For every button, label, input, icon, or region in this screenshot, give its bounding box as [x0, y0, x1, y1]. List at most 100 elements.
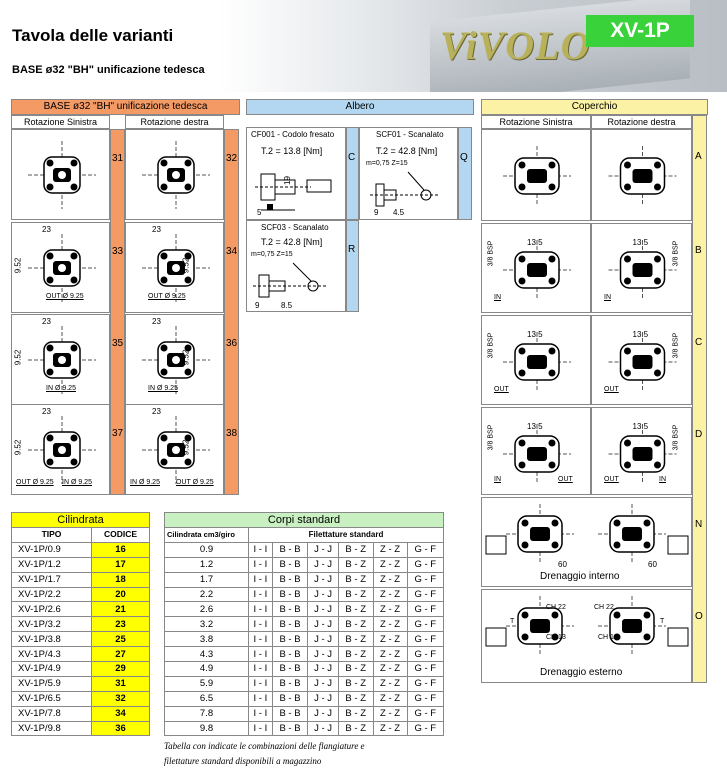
coperchio-cover-drawing [608, 332, 677, 392]
corpi-thread-cell: Z - Z [372, 541, 408, 558]
corpi-cilindrata-value: 6.5 [164, 690, 249, 707]
corpi-thread-cell: Z - Z [372, 661, 408, 677]
corpi-thread-cell: B - Z [337, 541, 374, 558]
corpi-thread-cell: B - B [271, 646, 309, 663]
corpi-thread-cell: B - Z [337, 720, 374, 737]
port-label-out: OUT Ø 9.25 [16, 479, 54, 486]
dim-9-b: 9 [255, 301, 260, 310]
dim-9-52: 9.52 [181, 439, 191, 456]
corpi-thread-cell: G - F [406, 661, 445, 677]
corpi-note-1: Tabella con indicate le combinazioni del… [164, 741, 365, 751]
port-label-in: IN [494, 294, 501, 301]
corpi-thread-cell: J - J [307, 571, 339, 588]
base-col-right: Rotazione destra [125, 115, 224, 129]
corpi-thread-cell: G - F [406, 690, 445, 707]
base-flange-drawing [142, 326, 210, 394]
dim-23: 23 [152, 225, 161, 234]
shaft-scf03-drawing [253, 262, 327, 298]
corpi-thread-cell: I - I [248, 556, 273, 573]
page-subtitle: BASE ø32 "BH" unificazione tedesca [12, 64, 205, 76]
corpi-thread-cell: G - F [406, 556, 445, 573]
corpi-cilindrata-value: 7.8 [164, 705, 249, 722]
corpi-thread-cell: I - I [248, 661, 273, 677]
brand-logo: ViVOLO [440, 23, 591, 68]
corpi-thread-cell: B - Z [337, 601, 374, 618]
dim-bsp: 3/8 BSP [487, 424, 495, 451]
port-label-out: OUT Ø 9.25 [176, 479, 214, 486]
corpi-thread-cell: Z - Z [372, 616, 408, 633]
port-label-in: IN [494, 476, 501, 483]
cilindrata-title: Cilindrata [11, 512, 150, 528]
corpi-thread-cell: I - I [248, 631, 273, 648]
cilindrata-head-codice: CODICE [91, 527, 150, 543]
corpi-thread-cell: J - J [307, 720, 339, 737]
coperchio-code-c: C [695, 337, 703, 348]
base-flange-drawing [28, 416, 96, 484]
cilindrata-codice: 31 [91, 675, 150, 692]
base-flange-drawing [142, 141, 210, 209]
port-label-out: OUT [558, 476, 573, 483]
albero-scf03-spec: m=0,75 Z=15 [251, 251, 293, 258]
drain-caption: Drenaggio interno [540, 571, 620, 582]
corpi-thread-cell: B - Z [337, 705, 374, 722]
port-label-in: IN Ø 9.25 [130, 479, 160, 486]
coperchio-cover-drawing [503, 424, 571, 484]
base-flange-drawing [28, 326, 96, 394]
dim-bsp: 3/8 BSP [672, 424, 680, 451]
corpi-thread-cell: G - F [406, 646, 445, 663]
corpi-cilindrata-value: 5.9 [164, 675, 249, 692]
corpi-thread-cell: Z - Z [372, 646, 408, 663]
corpi-cilindrata-value: 2.6 [164, 601, 249, 618]
corpi-note-2: filettature standard disponibili a magaz… [164, 756, 322, 766]
corpi-cilindrata-value: 9.8 [164, 720, 249, 737]
coperchio-cell-a-left [481, 129, 591, 221]
corpi-thread-cell: B - B [271, 556, 309, 573]
corpi-thread-cell: B - B [271, 541, 309, 558]
corpi-thread-cell: B - Z [337, 690, 374, 707]
corpi-head-filettature: Filettature standard [248, 527, 444, 543]
corpi-thread-cell: J - J [307, 601, 339, 618]
coperchio-cover-drawing [608, 146, 677, 206]
cilindrata-codice: 16 [91, 541, 150, 558]
corpi-thread-cell: Z - Z [372, 571, 408, 588]
cilindrata-codice: 17 [91, 556, 150, 573]
corpi-thread-cell: J - J [307, 631, 339, 648]
albero-code-strip-r [346, 220, 359, 312]
albero-scf01-name: SCF01 - Scanalato [376, 130, 444, 139]
cilindrata-tipo: XV-1P/1.7 [11, 571, 92, 588]
corpi-thread-cell: B - B [271, 571, 309, 588]
albero-cf001-name: CF001 - Codolo fresato [251, 130, 335, 139]
corpi-thread-cell: I - I [248, 571, 273, 588]
corpi-thread-cell: G - F [406, 720, 445, 737]
corpi-thread-cell: B - Z [337, 571, 374, 588]
corpi-table: Cilindrata cm3/giro Filettature standard… [164, 527, 445, 737]
base-flange-drawing [28, 234, 96, 302]
albero-cf001-torque: T.2 = 13.8 [Nm] [261, 146, 323, 156]
albero-scf01-torque: T.2 = 42.8 [Nm] [376, 146, 438, 156]
base-code-37: 37 [112, 428, 124, 439]
cilindrata-codice: 32 [91, 690, 150, 707]
albero-code-c: C [348, 152, 356, 163]
corpi-thread-cell: B - Z [337, 586, 374, 603]
cilindrata-head-tipo: TIPO [11, 527, 92, 543]
corpi-thread-cell: G - F [406, 705, 445, 722]
port-label-out: OUT [494, 386, 509, 393]
corpi-thread-cell: J - J [307, 541, 339, 558]
port-label-in: IN [604, 294, 611, 301]
